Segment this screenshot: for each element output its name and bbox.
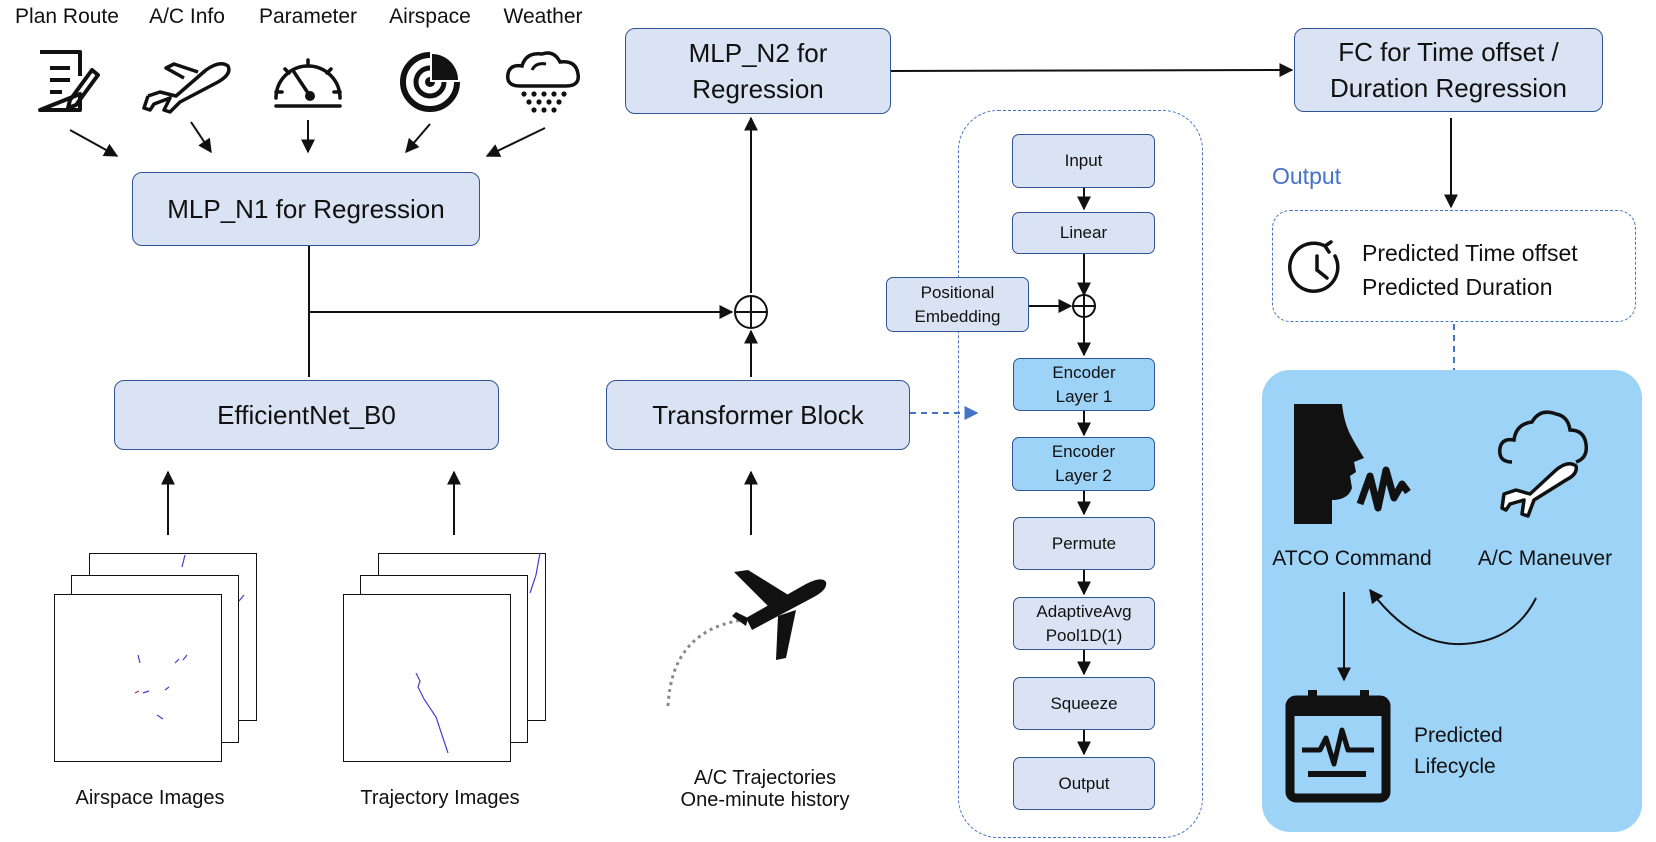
permute-box: Permute xyxy=(1013,517,1155,570)
predicted-lifecycle-label: Predicted Lifecycle xyxy=(1414,724,1503,778)
mlp-n2-box: MLP_N2 for Regression xyxy=(625,28,891,114)
arrow-airspace xyxy=(405,123,431,154)
mlp-n1-box: MLP_N1 for Regression xyxy=(132,172,480,246)
efficientnet-box: EfficientNet_B0 xyxy=(114,380,499,450)
airspace-images-label: Airspace Images xyxy=(75,787,225,809)
parameter-label: Parameter xyxy=(258,5,358,28)
positional-embedding-box: Positional Embedding xyxy=(886,277,1029,332)
transformer-box: Transformer Block xyxy=(606,380,910,450)
trajectory-images-label: Trajectory Images xyxy=(360,787,520,809)
encoder-layer-1-box: Encoder Layer 1 xyxy=(1013,358,1155,411)
output-container xyxy=(1272,210,1636,322)
detail-input-box: Input xyxy=(1012,134,1155,188)
snow-cloud-icon xyxy=(506,51,580,113)
trajectory-back-strokes xyxy=(529,553,541,594)
speaking-head-icon xyxy=(1294,404,1411,524)
arrow-ac-info xyxy=(190,121,212,154)
encoder-layer-2-box: Encoder Layer 2 xyxy=(1012,437,1155,491)
airspace-label: Airspace xyxy=(389,5,471,28)
trajectory-image-strokes xyxy=(415,672,449,754)
squeeze-box: Squeeze xyxy=(1013,677,1155,730)
plan-route-label: Plan Route xyxy=(15,5,119,28)
trajectory-airplane-icon xyxy=(666,570,827,707)
clock-icon xyxy=(1288,240,1340,293)
airspace-image-stack xyxy=(54,553,260,762)
airspace-image-strokes xyxy=(134,654,188,720)
predicted-time-offset-text: Predicted Time offset xyxy=(1362,240,1578,266)
trajectories-label: A/C Trajectories One-minute history xyxy=(680,767,850,811)
airplane-icon xyxy=(142,62,231,114)
transformer-detail-container xyxy=(958,110,1203,838)
detail-output-box: Output xyxy=(1013,757,1155,810)
weather-label: Weather xyxy=(503,5,583,28)
gauge-icon xyxy=(274,58,342,108)
ac-maneuver-label: A/C Maneuver xyxy=(1477,547,1613,570)
detail-linear-box: Linear xyxy=(1012,212,1155,254)
adaptive-avg-pool-box: AdaptiveAvg Pool1D(1) xyxy=(1013,597,1155,650)
arrow-mlp-n2-to-fc xyxy=(889,63,1294,78)
airspace-image-front xyxy=(54,594,222,762)
arrow-maneuver-to-atco xyxy=(1369,588,1537,646)
atco-command-label: ATCO Command xyxy=(1272,547,1432,570)
trajectory-image-stack xyxy=(343,553,549,762)
document-edit-icon xyxy=(38,50,100,112)
output-heading: Output xyxy=(1272,163,1342,189)
trajectory-image-front xyxy=(343,594,511,762)
ac-info-label: A/C Info xyxy=(149,5,225,28)
fc-box: FC for Time offset / Duration Regression xyxy=(1294,28,1603,112)
predicted-duration-text: Predicted Duration xyxy=(1362,274,1553,300)
cloud-airplane-icon xyxy=(1498,410,1589,518)
panel-connectors xyxy=(1337,588,1537,682)
calendar-pulse-icon xyxy=(1285,690,1391,803)
arrow-plan-route xyxy=(69,129,119,157)
arrow-weather xyxy=(485,127,546,157)
radar-icon xyxy=(400,50,462,112)
airspace-back-strokes xyxy=(181,554,245,602)
